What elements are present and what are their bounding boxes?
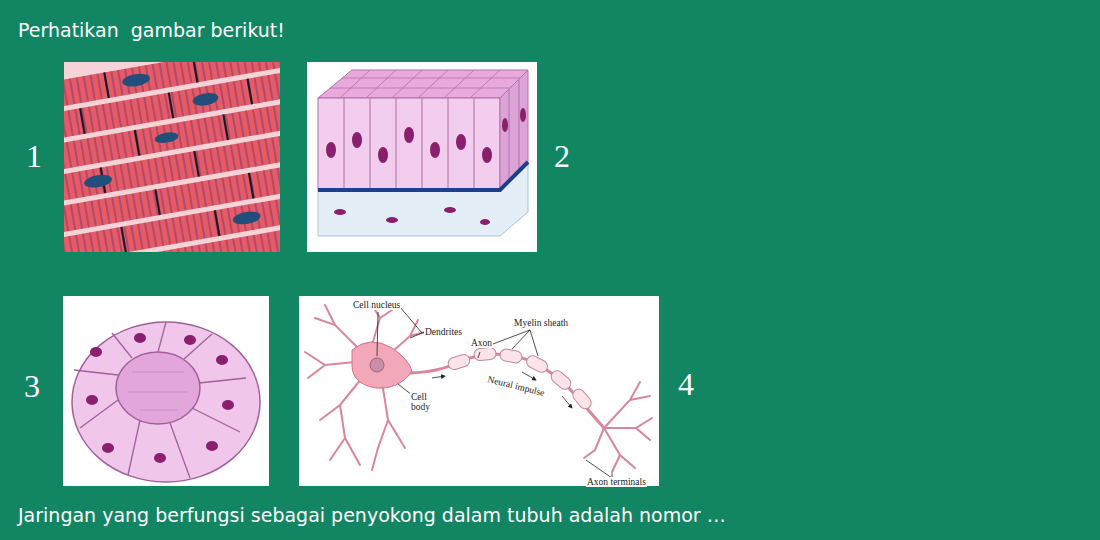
callout-number: 1 <box>26 138 42 175</box>
panel <box>307 62 537 252</box>
panel <box>63 296 269 486</box>
part-label: Cell nucleus <box>352 300 401 310</box>
callout-number: 3 <box>24 368 40 405</box>
part-label: Axon terminals <box>586 477 647 487</box>
cardiac-muscle <box>64 62 280 252</box>
part-label: Dendrites <box>424 327 463 337</box>
question-title: Perhatikan gambar berikut! <box>18 19 285 41</box>
part-label: Myelin sheath <box>513 318 569 328</box>
callout-number: 2 <box>554 138 570 175</box>
panel <box>299 296 659 486</box>
cuboidal-epithelium <box>72 322 260 482</box>
neuron <box>305 305 652 478</box>
part-label: Axon <box>470 338 493 348</box>
question-text: Jaringan yang berfungsi sebagai penyokon… <box>18 504 726 526</box>
columnar-epithelium <box>318 70 528 236</box>
callout-number: 4 <box>678 366 694 403</box>
part-label: Cell body <box>410 392 434 413</box>
